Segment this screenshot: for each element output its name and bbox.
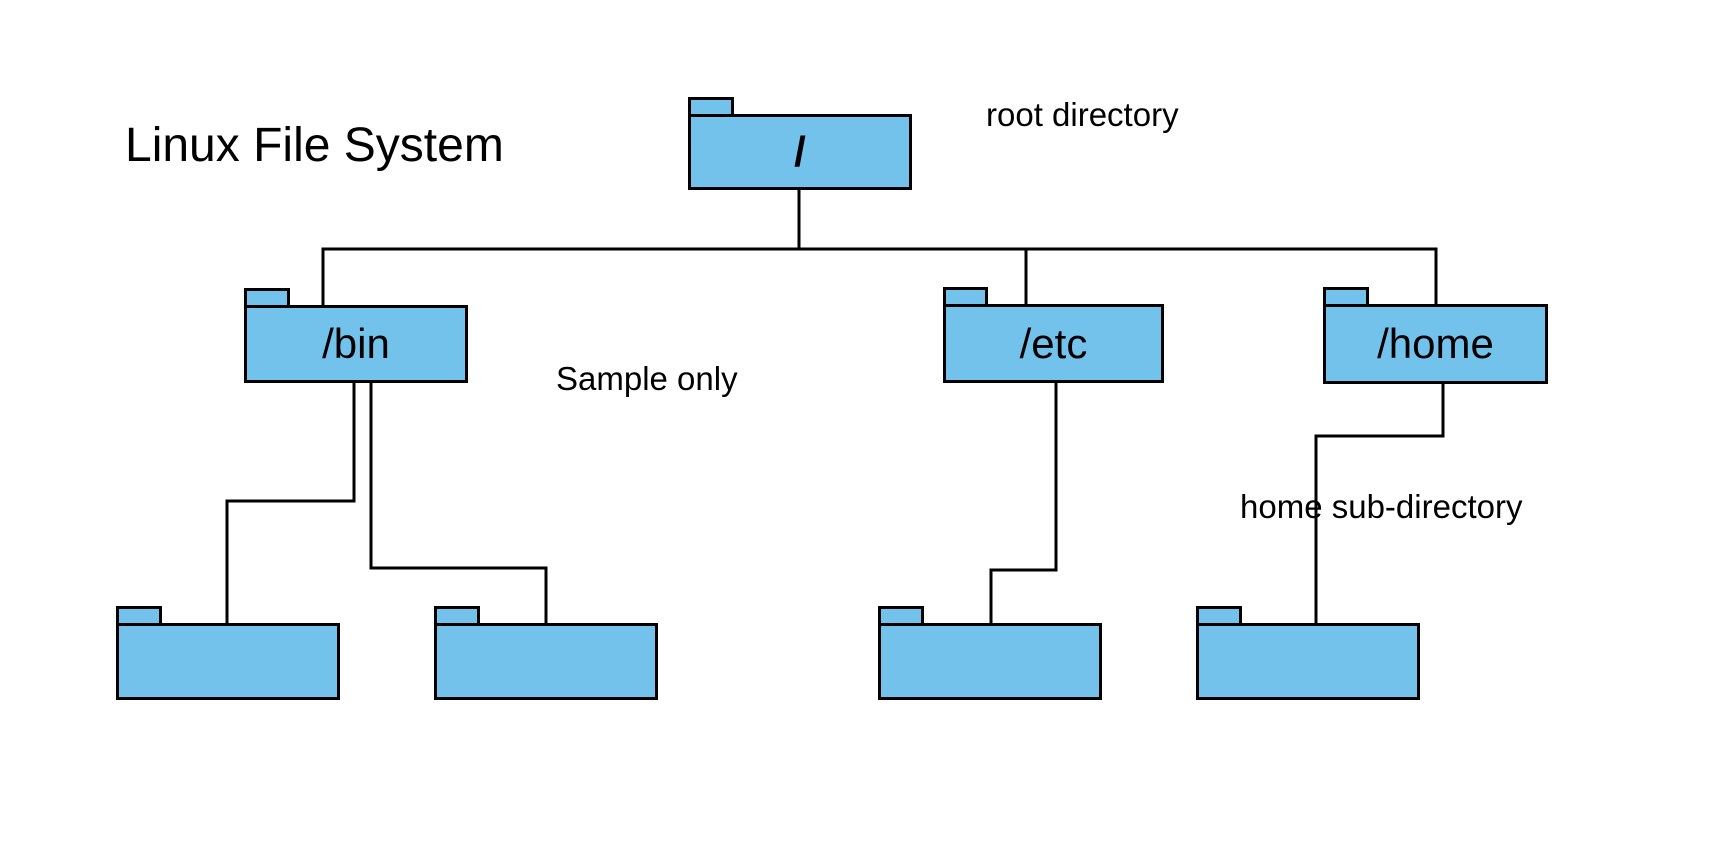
folder-bin-child-2[interactable] <box>434 606 658 700</box>
folder-etc[interactable]: /etc <box>943 287 1164 383</box>
caption-root-directory: root directory <box>986 96 1179 133</box>
folder-label-home: /home <box>1377 320 1494 367</box>
folder-label-etc: /etc <box>1019 319 1088 367</box>
caption-home-sub-directory: home sub-directory <box>1240 488 1523 525</box>
caption-sample-only: Sample only <box>556 360 738 397</box>
folder-body-bin-child-2[interactable] <box>434 623 658 700</box>
folder-home-child-1[interactable] <box>1196 606 1420 700</box>
folder-tab-icon <box>244 288 290 308</box>
folder-tab-icon <box>116 606 162 626</box>
folder-tab-icon <box>1196 606 1242 626</box>
folder-bin-child-1[interactable] <box>116 606 340 700</box>
folder-body-etc[interactable]: /etc <box>943 304 1164 383</box>
edge-etc-to-child-1 <box>989 381 1058 626</box>
folder-body-etc-child-1[interactable] <box>878 623 1102 700</box>
folder-body-root[interactable]: / <box>688 114 912 190</box>
folder-home[interactable]: /home <box>1323 287 1548 384</box>
folder-etc-child-1[interactable] <box>878 606 1102 700</box>
folder-body-home[interactable]: /home <box>1323 304 1548 384</box>
page-title: Linux File System <box>125 119 504 172</box>
folder-bin[interactable]: /bin <box>244 288 468 383</box>
folder-body-home-child-1[interactable] <box>1196 623 1420 700</box>
folder-body-bin-child-1[interactable] <box>116 623 340 700</box>
folder-tab-icon <box>688 97 734 117</box>
edge-bin-to-child-1 <box>225 381 356 626</box>
folder-root[interactable]: / <box>688 97 912 190</box>
folder-label-bin: /bin <box>322 320 390 367</box>
folder-tab-icon <box>434 606 480 626</box>
folder-label-root: / <box>794 128 806 175</box>
folder-tab-icon <box>943 287 988 307</box>
folder-tab-icon <box>878 606 924 626</box>
folder-tab-icon <box>1323 287 1369 307</box>
edge-bin-to-child-2 <box>369 381 548 626</box>
folder-body-bin[interactable]: /bin <box>244 305 468 383</box>
